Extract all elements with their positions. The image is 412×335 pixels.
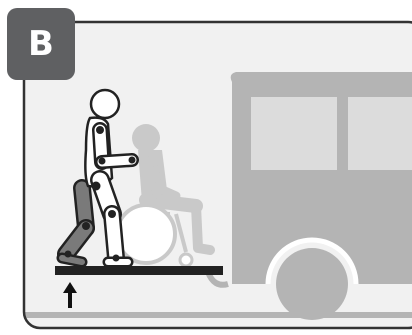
joint-front-ankle — [113, 255, 120, 262]
person-back-foot-fill — [62, 258, 82, 262]
person-forearm-fill — [102, 160, 132, 162]
joint-elbow — [99, 158, 106, 165]
joint-back-ankle — [65, 251, 72, 258]
ghost-head — [132, 124, 160, 152]
joint-front-knee — [108, 210, 116, 218]
joint-hip — [92, 182, 101, 191]
lift-platform — [55, 266, 223, 275]
wheelchair-wheel — [117, 205, 175, 263]
ground-line — [24, 312, 412, 318]
joint-back-knee — [82, 222, 90, 230]
bus-window-left — [251, 97, 337, 170]
bus-icon — [208, 72, 412, 320]
person-head — [91, 90, 119, 118]
wheelchair-caster — [180, 254, 192, 266]
joint-hand — [129, 157, 136, 164]
bus-wheel — [276, 248, 348, 320]
bus-window-right — [348, 97, 412, 170]
panel-label-badge: B — [7, 8, 75, 80]
person-front-shin-fill — [112, 214, 116, 258]
joint-shoulder — [96, 126, 104, 134]
